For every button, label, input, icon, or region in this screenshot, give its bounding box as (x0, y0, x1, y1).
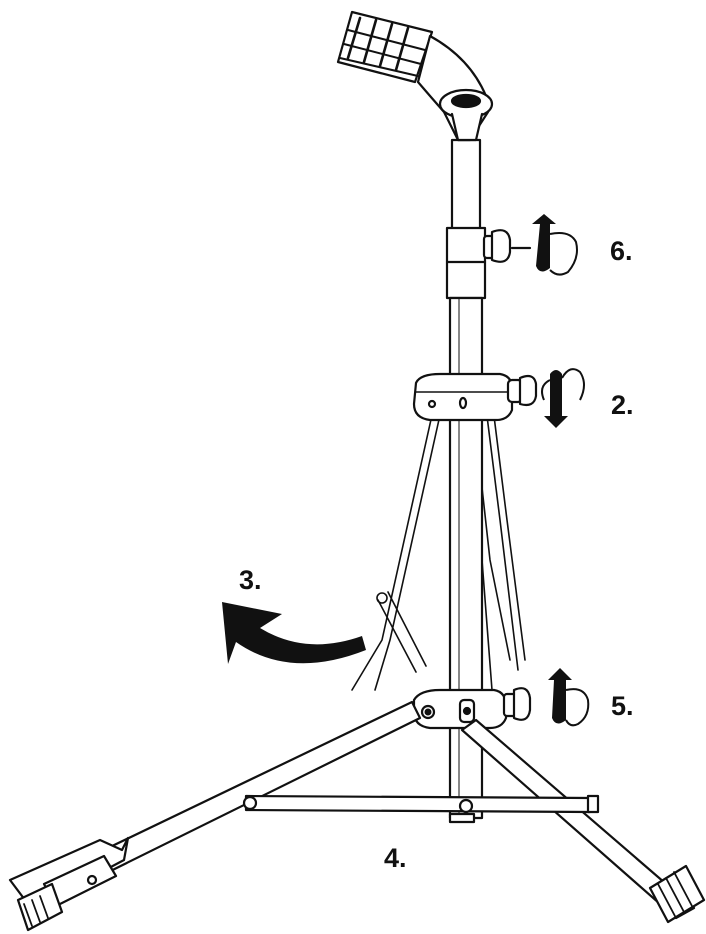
folded-legs (351, 407, 526, 691)
step-label-2: 2. (611, 390, 634, 420)
tripod-legs (8, 700, 706, 932)
rotate-arrow-6-icon (532, 214, 578, 276)
step-label-4: 4. (384, 843, 407, 873)
step-label-6: 6. (610, 236, 633, 266)
rotate-arrow-2-icon (541, 368, 585, 428)
rotate-arrow-5-icon (548, 668, 590, 727)
step-label-5: 5. (611, 691, 634, 721)
swing-arrow-3-icon (222, 602, 366, 664)
lower-clamp (412, 687, 532, 730)
upper-clamp (412, 372, 538, 422)
step-label-3: 3. (239, 565, 262, 595)
microphone-clip (336, 10, 494, 142)
height-knob (482, 229, 532, 263)
